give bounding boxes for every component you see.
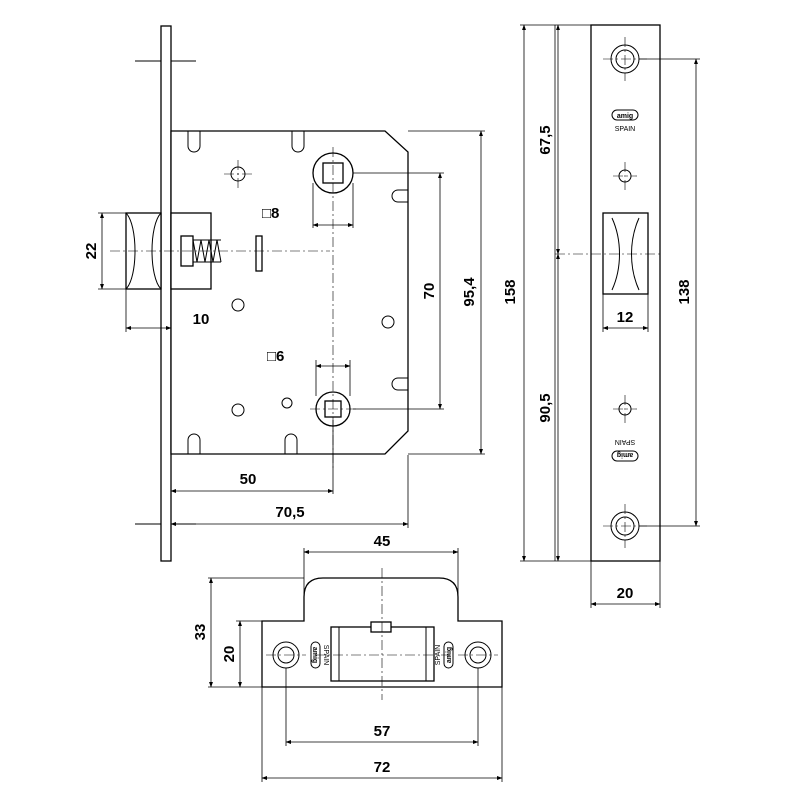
dim-upper-square: □8 xyxy=(262,205,279,222)
dim-strike-lip-width: 45 xyxy=(374,533,391,550)
brand-logo-bottom: amig SPAIN xyxy=(611,438,639,462)
dim-lower-square: □6 xyxy=(267,348,284,365)
faceplate-dimensions: 158 67,5 90,5 138 12 20 xyxy=(502,24,700,608)
svg-text:amig: amig xyxy=(617,113,633,120)
dim-backset: 50 xyxy=(240,471,257,488)
latch-opening xyxy=(602,212,649,295)
strike-plate-dimensions: 45 33 20 57 72 xyxy=(192,533,503,782)
fixing-hole xyxy=(613,162,637,190)
dim-latch-to-bottom: 90,5 xyxy=(537,393,554,422)
faceplate-view: amig SPAIN amig SPAIN xyxy=(555,24,661,562)
dim-screw-spacing: 138 xyxy=(676,279,693,304)
svg-text:amig: amig xyxy=(311,647,318,663)
dim-spindle-distance: 70 xyxy=(421,283,438,300)
dim-upper-to-latch: 67,5 xyxy=(537,125,554,154)
dim-strike-total-width: 72 xyxy=(374,759,391,776)
lock-body-view xyxy=(110,25,409,562)
svg-text:SPAIN: SPAIN xyxy=(322,645,329,666)
lock-body-dimensions: 50 70,5 70 95,4 22 10 □8 □6 xyxy=(83,130,485,528)
dim-latch-width: 12 xyxy=(617,309,634,326)
mounting-hole xyxy=(231,403,245,417)
strike-plate-view: amig SPAIN amig SPAIN xyxy=(261,568,503,700)
brand-logo-top: amig SPAIN xyxy=(611,109,639,133)
front-plate xyxy=(160,25,172,562)
lock-case xyxy=(170,130,409,455)
dim-strike-plate-height: 20 xyxy=(221,646,238,663)
dim-strike-total-height: 33 xyxy=(192,624,209,641)
dim-faceplate-height: 158 xyxy=(502,279,519,304)
svg-text:SPAIN: SPAIN xyxy=(615,126,636,133)
dim-latch-projection: 10 xyxy=(193,311,210,328)
strike-opening xyxy=(330,621,435,682)
mounting-hole xyxy=(224,160,252,188)
fixing-hole xyxy=(613,395,637,423)
mounting-hole xyxy=(281,397,293,409)
dim-body-height: 95,4 xyxy=(461,277,478,307)
mounting-hole xyxy=(231,298,245,312)
mounting-hole xyxy=(381,315,395,329)
svg-text:SPAIN: SPAIN xyxy=(435,645,442,666)
dim-body-depth: 70,5 xyxy=(275,504,304,521)
dim-faceplate-width: 20 xyxy=(617,585,634,602)
dim-latch-height: 22 xyxy=(83,243,100,260)
svg-text:SPAIN: SPAIN xyxy=(615,438,636,445)
dim-strike-screw-spacing: 57 xyxy=(374,723,391,740)
svg-text:amig: amig xyxy=(617,451,633,458)
